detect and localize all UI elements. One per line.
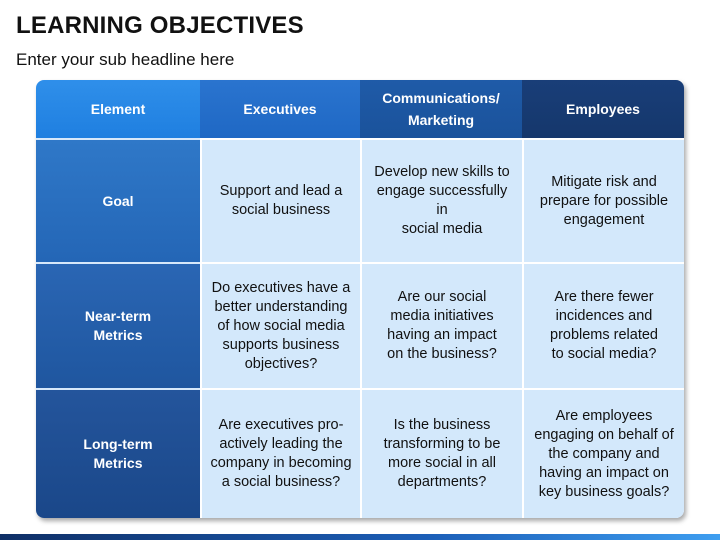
header-employees: Employees [522, 80, 684, 138]
cell-long-term-employees: Are employees engaging on behalf of the … [522, 388, 684, 518]
cell-goal-executives: Support and lead a social business [200, 138, 360, 262]
bottom-accent-bar [0, 534, 720, 540]
cell-near-term-communications: Are our social media initiatives having … [360, 262, 522, 388]
cell-long-term-communications: Is the business transforming to be more … [360, 388, 522, 518]
row-label-near-term-metrics: Near-term Metrics [36, 262, 200, 388]
header-executives: Executives [200, 80, 360, 138]
cell-goal-employees: Mitigate risk and prepare for possible e… [522, 138, 684, 262]
cell-near-term-employees: Are there fewer incidences and problems … [522, 262, 684, 388]
row-label-long-term-metrics: Long-term Metrics [36, 388, 200, 518]
header-communications-marketing: Communications/ Marketing [360, 80, 522, 138]
cell-goal-communications: Develop new skills to engage successfull… [360, 138, 522, 262]
objectives-table: Element Executives Communications/ Marke… [36, 80, 684, 518]
cell-near-term-executives: Do executives have a better understandin… [200, 262, 360, 388]
page-subtitle: Enter your sub headline here [16, 50, 235, 69]
row-label-goal: Goal [36, 138, 200, 262]
cell-long-term-executives: Are executives pro- actively leading the… [200, 388, 360, 518]
page-title: LEARNING OBJECTIVES [16, 12, 304, 39]
header-element: Element [36, 80, 200, 138]
